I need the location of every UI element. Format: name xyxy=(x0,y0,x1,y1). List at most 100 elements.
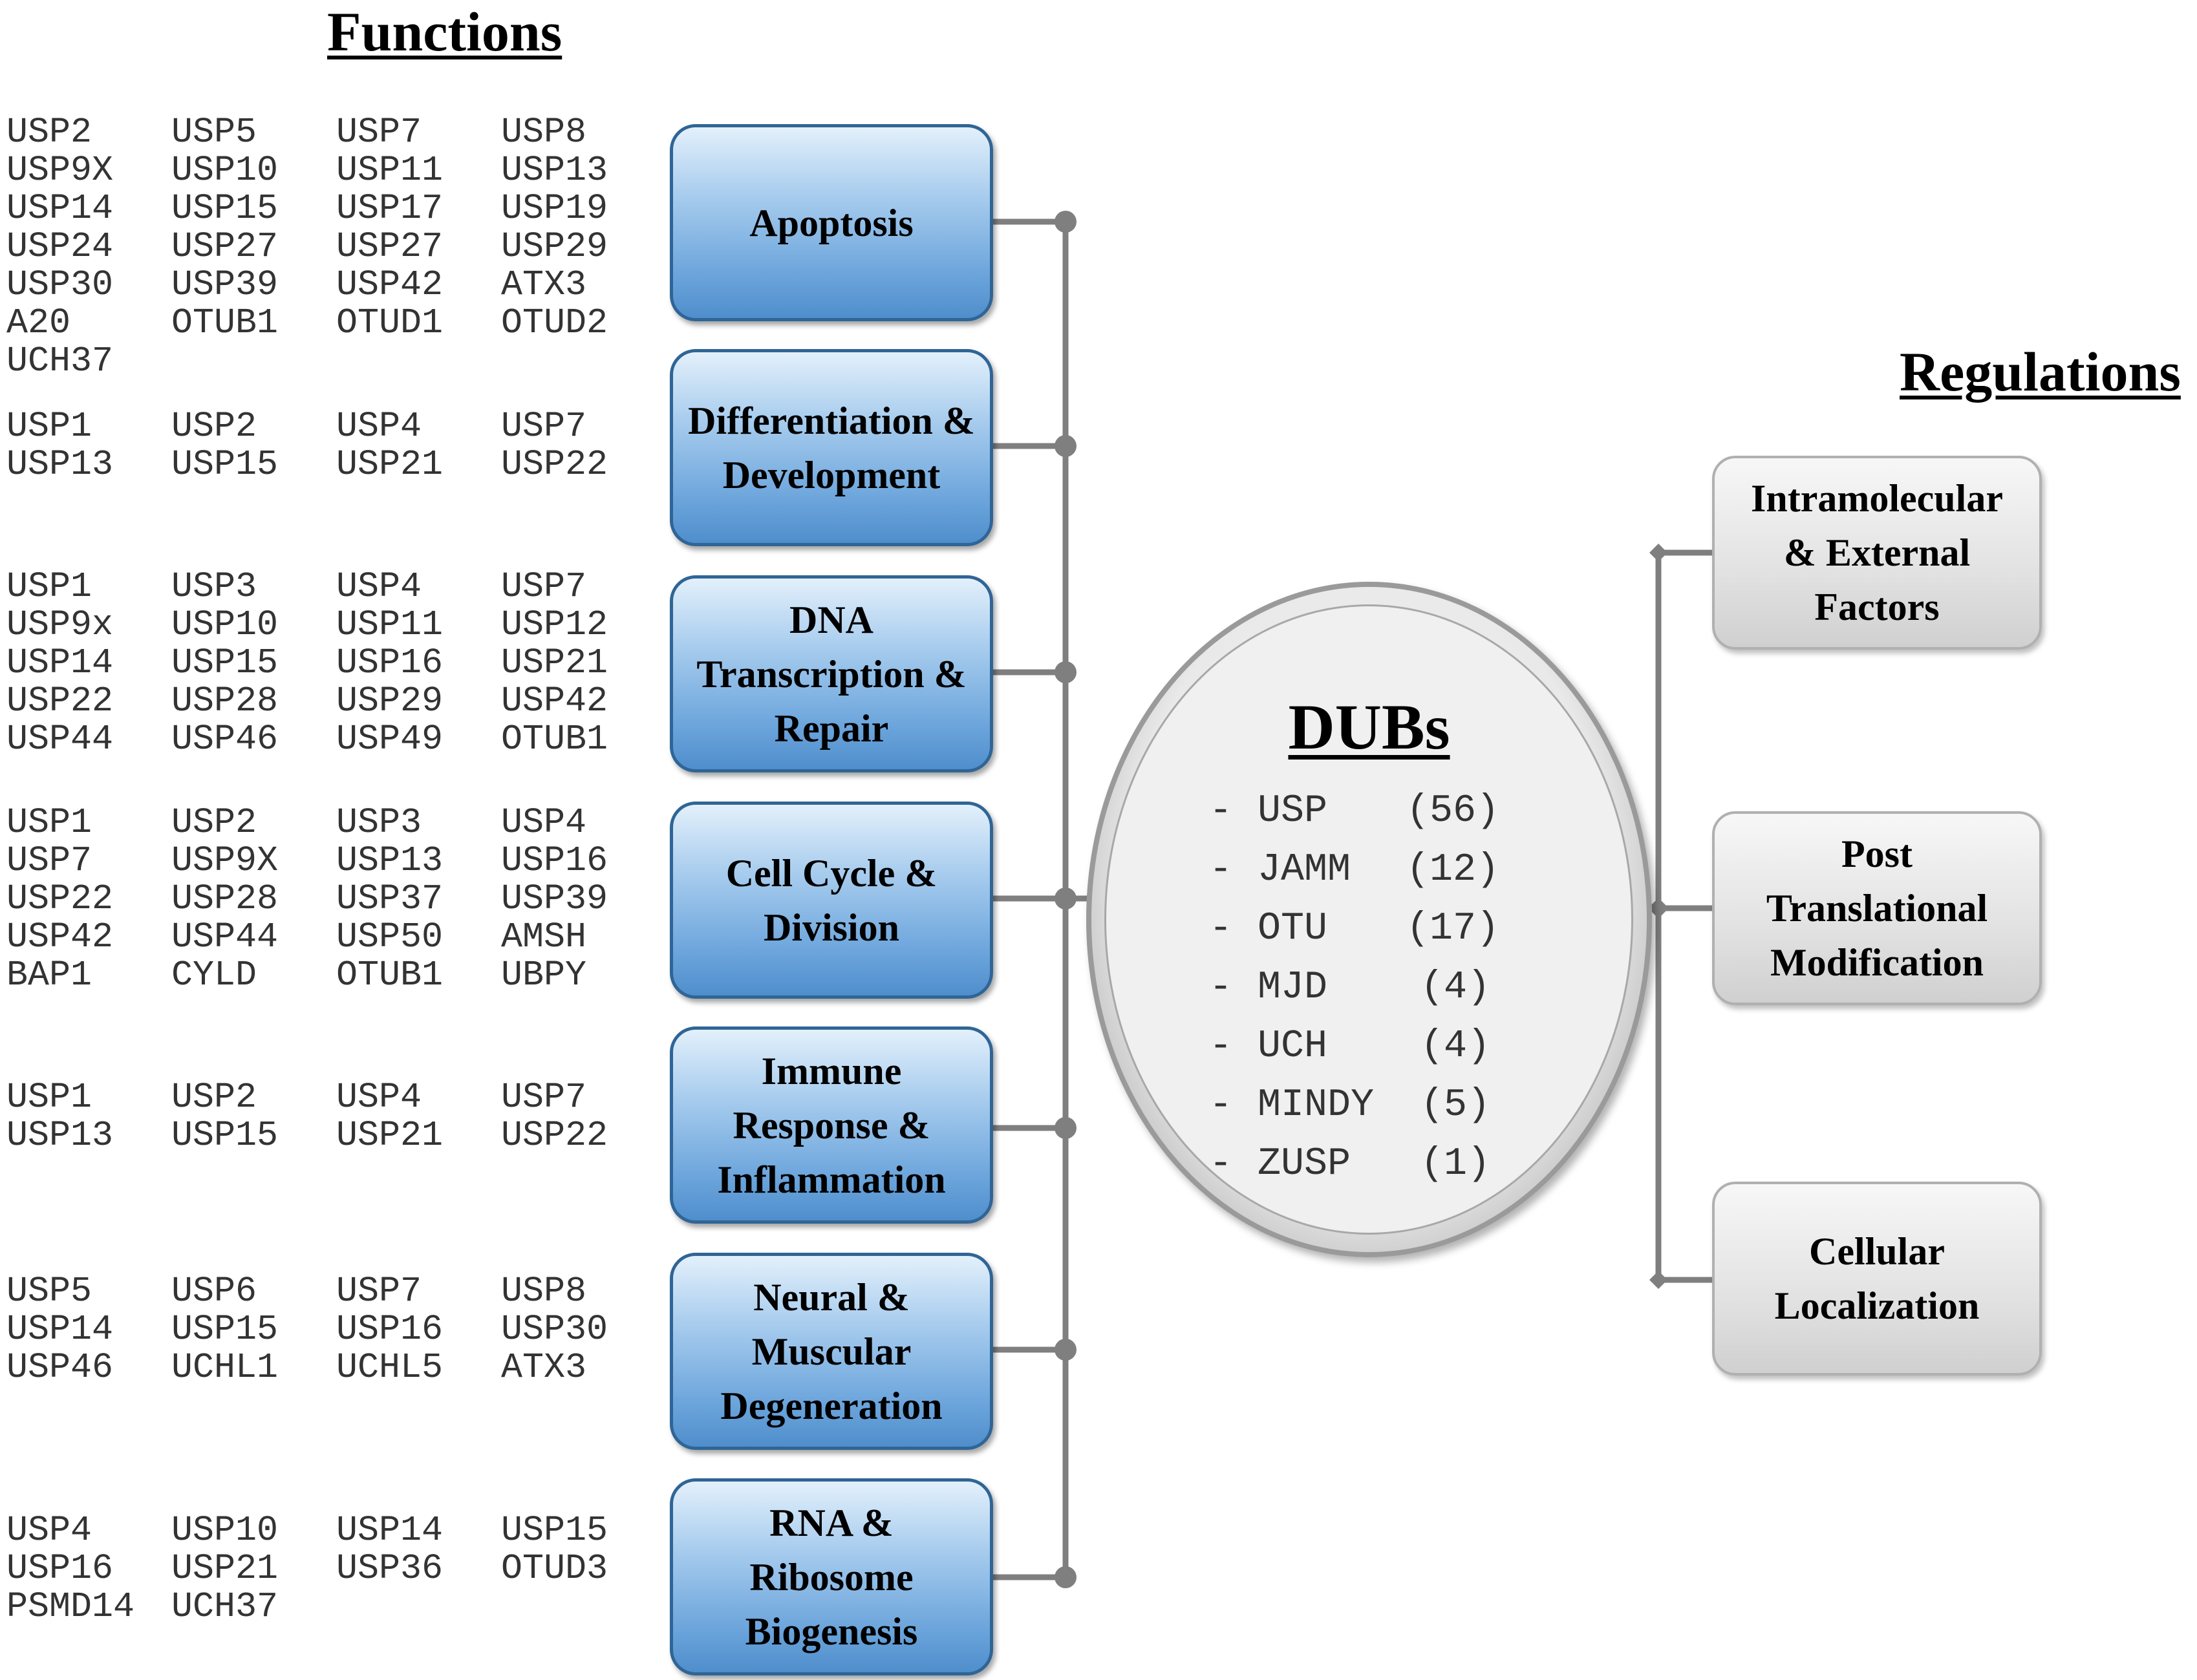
regulation-box: Post Translational Modification xyxy=(1712,811,2042,1005)
gene-label: USP5 xyxy=(6,1271,92,1312)
gene-label: USP29 xyxy=(501,226,608,267)
gene-label: OTUB1 xyxy=(336,955,444,995)
gene-label: USP39 xyxy=(501,878,608,919)
gene-label: USP4 xyxy=(336,406,422,447)
gene-label: ATX3 xyxy=(501,1347,587,1388)
connector-node xyxy=(1648,898,1669,919)
gene-label: USP9X xyxy=(6,150,114,191)
gene-label: USP42 xyxy=(6,917,114,957)
function-box: Neural & Muscular Degeneration xyxy=(670,1253,993,1450)
dub-family-count: (12) xyxy=(1406,848,1500,892)
gene-label: USP16 xyxy=(336,643,444,683)
gene-label: USP39 xyxy=(171,264,279,305)
dub-family-name: USP xyxy=(1258,789,1328,833)
gene-label: UCH37 xyxy=(6,341,114,381)
gene-label: USP2 xyxy=(171,1077,257,1118)
function-box: RNA & Ribosome Biogenesis xyxy=(670,1478,993,1675)
connector-node xyxy=(1649,544,1667,562)
gene-label: ATX3 xyxy=(501,264,587,305)
regulation-label: Intramolecular & External Factors xyxy=(1751,477,2003,628)
gene-label: USP3 xyxy=(336,802,422,843)
connector-node xyxy=(1055,435,1077,457)
function-label: Cell Cycle & Division xyxy=(725,851,938,949)
gene-label: CYLD xyxy=(171,955,257,995)
gene-label: USP13 xyxy=(6,444,114,485)
dub-family-count: (4) xyxy=(1420,966,1490,1010)
gene-label: USP46 xyxy=(6,1347,114,1388)
dubs-ellipse-inner xyxy=(1104,604,1633,1235)
function-label: DNA Transcription & Repair xyxy=(696,598,967,750)
gene-label: USP8 xyxy=(501,112,587,153)
gene-label: USP1 xyxy=(6,1077,92,1118)
gene-label: USP7 xyxy=(6,840,92,881)
gene-label: OTUB1 xyxy=(501,719,608,760)
dub-family-name: MJD xyxy=(1258,966,1328,1010)
dub-family-item: -MJD(4) xyxy=(1209,959,1490,1017)
gene-label: USP42 xyxy=(501,681,608,721)
gene-label: USP15 xyxy=(501,1510,608,1551)
function-box: DNA Transcription & Repair xyxy=(670,575,993,772)
gene-label: USP7 xyxy=(501,566,587,607)
dubs-family-list: -USP(56) -JAMM(12) -OTU(17) -MJD(4) -UCH… xyxy=(1209,782,1500,1194)
functions-heading: Functions xyxy=(327,1,563,63)
gene-label: USP30 xyxy=(6,264,114,305)
gene-label: USP37 xyxy=(336,878,444,919)
gene-label: USP29 xyxy=(336,681,444,721)
gene-label: USP44 xyxy=(171,917,279,957)
gene-label: USP16 xyxy=(6,1548,114,1589)
gene-label: USP5 xyxy=(171,112,257,153)
regulations-heading: Regulations xyxy=(1900,341,2181,403)
regulation-label: Cellular Localization xyxy=(1774,1230,1980,1327)
gene-label: USP13 xyxy=(336,840,444,881)
gene-label: UCHL1 xyxy=(171,1347,279,1388)
dub-family-item: -JAMM(12) xyxy=(1209,841,1500,900)
connector-node xyxy=(1055,1566,1077,1588)
gene-label: PSMD14 xyxy=(6,1586,135,1627)
dub-family-item: -UCH(4) xyxy=(1209,1017,1490,1076)
connector-node xyxy=(1055,211,1077,233)
connector-node xyxy=(1055,661,1077,683)
gene-label: USP27 xyxy=(171,226,279,267)
connector-node xyxy=(1649,1271,1667,1289)
gene-label: USP21 xyxy=(171,1548,279,1589)
function-box: Apoptosis xyxy=(670,124,993,321)
gene-label: USP16 xyxy=(501,840,608,881)
gene-label: USP7 xyxy=(336,112,422,153)
gene-label: USP1 xyxy=(6,566,92,607)
gene-label: OTUD2 xyxy=(501,303,608,343)
gene-label: USP17 xyxy=(336,188,444,229)
gene-label: USP21 xyxy=(501,643,608,683)
gene-label: USP22 xyxy=(501,1115,608,1156)
gene-label: USP15 xyxy=(171,1309,279,1350)
gene-label: USP12 xyxy=(501,604,608,645)
gene-label: USP7 xyxy=(501,1077,587,1118)
dub-family-name: OTU xyxy=(1258,907,1328,951)
gene-label: USP15 xyxy=(171,1115,279,1156)
gene-label: USP2 xyxy=(171,802,257,843)
gene-label: USP9X xyxy=(171,840,279,881)
gene-label: USP3 xyxy=(171,566,257,607)
gene-label: USP19 xyxy=(501,188,608,229)
gene-label: USP10 xyxy=(171,1510,279,1551)
gene-label: UCHL5 xyxy=(336,1347,444,1388)
dubs-title: DUBs xyxy=(1288,691,1450,763)
gene-label: USP22 xyxy=(501,444,608,485)
gene-label: USP15 xyxy=(171,188,279,229)
gene-label: A20 xyxy=(6,303,71,343)
gene-label: USP14 xyxy=(6,188,114,229)
gene-label: OTUD1 xyxy=(336,303,444,343)
gene-label: USP44 xyxy=(6,719,114,760)
function-label: Neural & Muscular Degeneration xyxy=(720,1275,943,1427)
function-box: Immune Response & Inflammation xyxy=(670,1026,993,1224)
gene-label: USP14 xyxy=(6,1309,114,1350)
gene-label: USP4 xyxy=(336,1077,422,1118)
gene-label: USP4 xyxy=(336,566,422,607)
gene-label: USP21 xyxy=(336,444,444,485)
gene-label: UCH37 xyxy=(171,1586,279,1627)
gene-label: USP11 xyxy=(336,150,444,191)
dub-family-item: -OTU(17) xyxy=(1209,900,1499,959)
